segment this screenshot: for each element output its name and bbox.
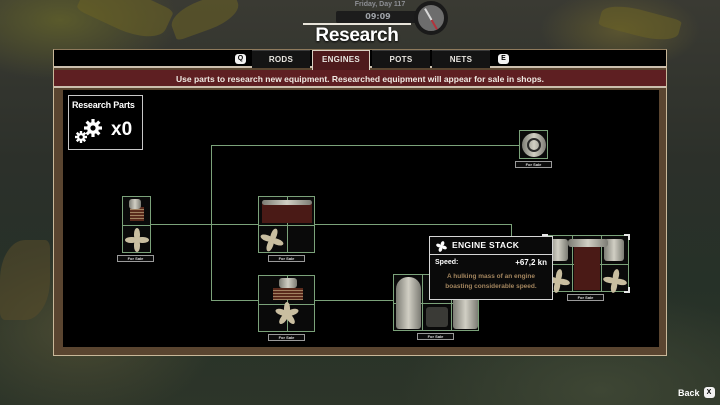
back-button[interactable]: Back X [678, 387, 715, 398]
engine-node-2[interactable] [258, 196, 315, 253]
background-leaf [0, 240, 50, 320]
tooltip-stat-value: +67,2 kn [515, 258, 547, 267]
page-title: Research [315, 25, 399, 46]
item-tooltip: ENGINE STACK Speed: +67,2 kn A hulking m… [429, 236, 553, 300]
title-underline [303, 23, 411, 25]
gears-icon [75, 119, 102, 143]
tooltip-description: A hulking mass of an engine boasting con… [445, 273, 537, 290]
tree-line [211, 300, 459, 301]
next-tab-key[interactable]: E [498, 54, 509, 64]
background-leaf [597, 0, 683, 46]
tab-nets[interactable]: NETS [432, 50, 490, 68]
tree-line [135, 224, 511, 225]
research-parts-count: x0 [111, 119, 133, 140]
research-parts-label: Research Parts [72, 100, 135, 110]
tab-pots[interactable]: POTS [372, 50, 430, 68]
for-sale-label: For Sale [117, 255, 154, 262]
hud-time: 09:09 [336, 11, 420, 23]
engine-node-1[interactable] [122, 196, 151, 253]
engine-node-3[interactable] [258, 275, 315, 332]
info-banner: Use parts to research new equipment. Res… [54, 70, 666, 88]
back-key: X [703, 387, 715, 398]
propeller-icon [436, 241, 447, 252]
hud-day: Friday, Day 117 [354, 1, 406, 8]
hud-clock: Friday, Day 117 09:09 [300, 0, 460, 28]
engine-node-4[interactable] [519, 130, 548, 159]
compass-icon [414, 1, 448, 35]
back-label: Back [678, 387, 700, 398]
tree-line [211, 145, 521, 146]
research-tree: Research Parts [63, 90, 659, 347]
research-parts-box: Research Parts [68, 95, 143, 150]
tab-engines[interactable]: ENGINES [312, 50, 370, 70]
engine-node-stack[interactable] [542, 234, 630, 294]
tree-line [511, 224, 512, 244]
for-sale-label: For Sale [268, 334, 305, 341]
research-panel: Q RODS ENGINES POTS NETS E Use parts to … [53, 49, 667, 356]
tooltip-stat-label: Speed: [435, 259, 459, 266]
for-sale-label: For Sale [567, 294, 604, 301]
tooltip-title: ENGINE STACK [452, 240, 520, 250]
background-leaf [75, 0, 175, 48]
tab-rods[interactable]: RODS [252, 50, 310, 68]
for-sale-label: For Sale [268, 255, 305, 262]
for-sale-label: For Sale [417, 333, 454, 340]
tree-line [211, 145, 212, 301]
tab-bar: Q RODS ENGINES POTS NETS E [54, 50, 666, 70]
for-sale-label: For Sale [515, 161, 552, 168]
background-leaf [166, 0, 244, 42]
prev-tab-key[interactable]: Q [235, 54, 246, 64]
